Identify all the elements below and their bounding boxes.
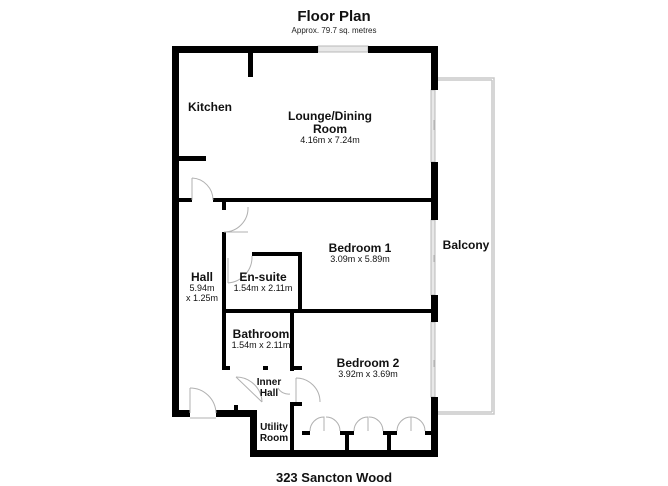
plan-title: Floor Plan — [297, 8, 371, 25]
room-bedroom1: Bedroom 1 3.09m x 5.89m — [320, 241, 400, 265]
windows — [317, 45, 436, 398]
room-kitchen: Kitchen — [188, 100, 233, 114]
door-swings — [189, 120, 435, 432]
room-dims: 4.16m x 7.24m — [300, 135, 360, 146]
room-ensuite: En-suite 1.54m x 2.11m — [230, 270, 296, 294]
room-name-line2: Room — [313, 122, 347, 137]
walls — [172, 46, 438, 457]
room-dims-line2: x 1.25m — [185, 293, 218, 304]
room-dims: 3.09m x 5.89m — [330, 254, 390, 265]
room-name: Bathroom — [232, 327, 290, 341]
room-name-line1: Utility — [260, 422, 288, 433]
room-utility: Utility Room — [256, 422, 292, 444]
room-name: Kitchen — [188, 100, 233, 114]
room-bedroom2: Bedroom 2 3.92m x 3.69m — [326, 356, 410, 380]
room-dims: 1.54m x 2.11m — [231, 340, 291, 351]
property-address: 323 Sancton Wood — [275, 470, 393, 485]
room-dims: 3.92m x 3.69m — [338, 369, 398, 380]
room-name: Bedroom 1 — [328, 241, 392, 255]
room-name-line1: Inner — [256, 377, 282, 388]
room-dims: 1.54m x 2.11m — [233, 283, 293, 294]
balcony-outline — [436, 77, 495, 415]
room-name: En-suite — [239, 270, 287, 284]
room-bathroom: Bathroom 1.54m x 2.11m — [228, 327, 294, 351]
room-name-line1: Lounge/Dining — [288, 109, 372, 123]
room-name: Bedroom 2 — [336, 356, 400, 370]
room-name: Hall — [190, 270, 213, 284]
room-name-line2: Room — [259, 433, 289, 444]
room-balcony: Balcony — [438, 238, 494, 252]
room-inner-hall: Inner Hall — [252, 377, 286, 399]
plan-area: Approx. 79.7 sq. metres — [291, 26, 377, 35]
room-dims-line1: 5.94m — [189, 283, 215, 294]
room-lounge: Lounge/Dining Room 4.16m x 7.24m — [270, 109, 390, 146]
room-name-line2: Hall — [259, 388, 279, 399]
room-hall: Hall 5.94m x 1.25m — [180, 270, 224, 304]
room-name: Balcony — [442, 238, 490, 252]
